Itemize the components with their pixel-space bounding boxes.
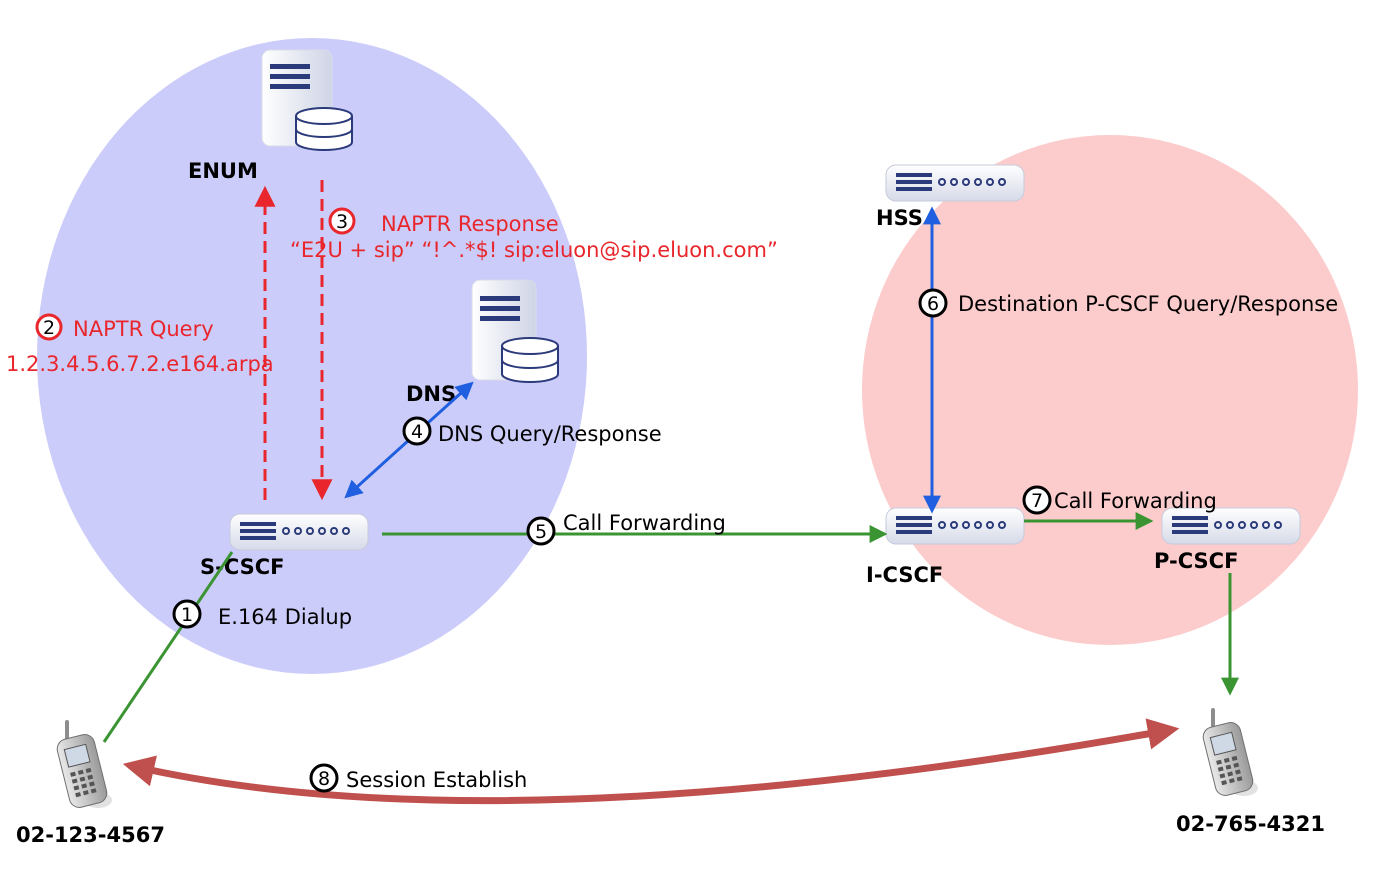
step-3-marker: 3 [328,207,356,235]
step-8-label: Session Establish [346,768,527,792]
step-2-detail: 1.2.3.4.5.6.7.2.e164.arpa [6,352,274,376]
step-1-marker: 1 [172,599,202,629]
originating-network-area [37,38,587,674]
session-establish-arrow [122,718,1180,805]
caller-phone-icon [56,720,112,808]
step-4-marker: 4 [402,416,432,446]
enum-server-icon [261,49,353,151]
p-cscf-router-icon [1161,507,1301,545]
s-cscf-router-icon [229,513,369,551]
step-7-label: Call Forwarding [1054,489,1217,513]
caller-number: 02-123-4567 [16,823,165,847]
svg-text:8: 8 [318,768,330,790]
svg-text:5: 5 [535,521,547,543]
step-2-marker: 2 [35,313,63,341]
step-3-label: NAPTR Response [381,212,559,236]
s-cscf-label: S-CSCF [200,555,285,579]
step-1-label: E.164 Dialup [218,605,352,629]
svg-text:4: 4 [411,421,423,443]
svg-text:2: 2 [43,317,55,339]
svg-text:1: 1 [181,604,193,626]
step-3-detail: “E2U + sip” “!^.*$! sip:eluon@sip.eluon.… [290,238,778,262]
step-5-label: Call Forwarding [563,511,726,535]
p-cscf-label: P-CSCF [1154,549,1238,573]
step-2-label: NAPTR Query [73,317,214,341]
step-5-marker: 5 [526,516,556,546]
callee-phone-icon [1202,708,1258,796]
i-cscf-router-icon [885,507,1025,545]
step-6-label: Destination P-CSCF Query/Response [958,292,1338,316]
enum-label: ENUM [188,159,258,183]
e164-dialup-line [102,551,234,743]
svg-text:7: 7 [1031,490,1043,512]
step-4-label: DNS Query/Response [438,422,662,446]
step-6-marker: 6 [918,288,948,318]
callee-number: 02-765-4321 [1176,812,1325,836]
svg-text:6: 6 [927,293,939,315]
i-cscf-label: I-CSCF [866,563,943,587]
dns-server-icon [471,279,559,383]
hss-label: HSS [876,206,923,230]
svg-text:3: 3 [336,211,348,233]
step-7-marker: 7 [1022,485,1052,515]
hss-router-icon [885,164,1025,202]
step-8-marker: 8 [309,763,339,793]
